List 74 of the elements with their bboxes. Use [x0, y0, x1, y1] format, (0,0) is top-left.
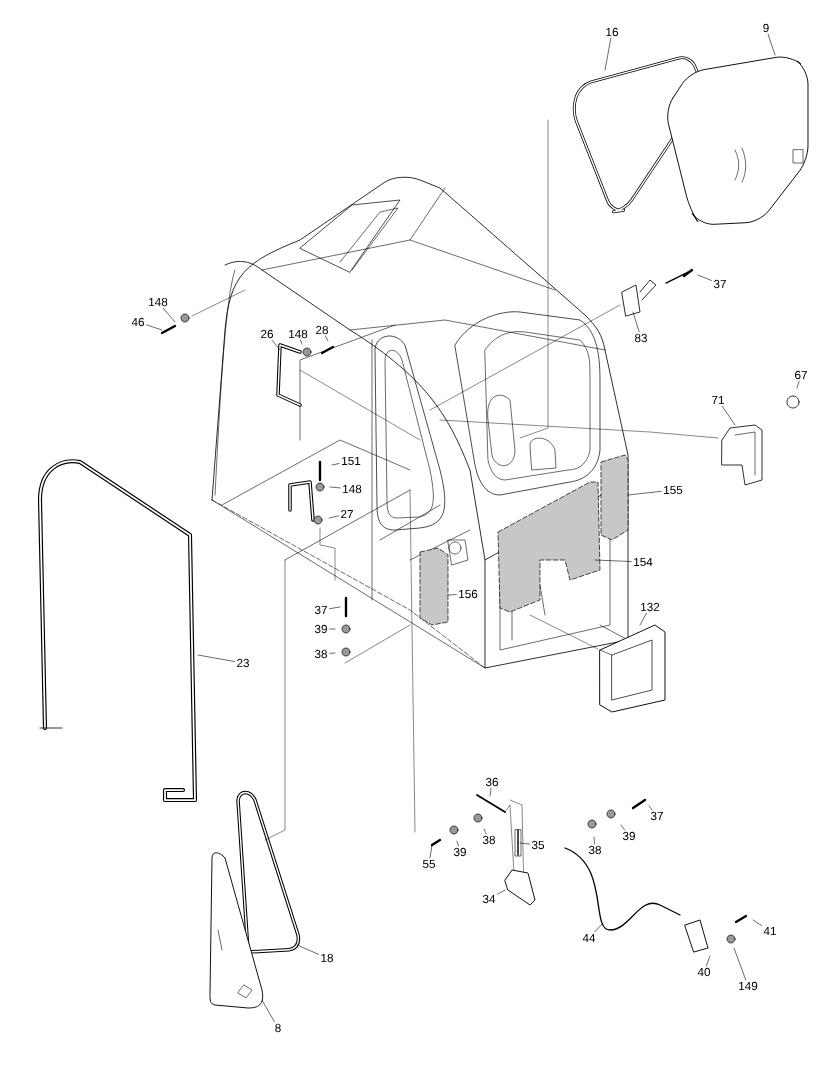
leader-line: [752, 919, 762, 926]
leader-line: [594, 922, 604, 933]
leader-line: [329, 652, 336, 654]
callout-number: 44: [582, 933, 596, 943]
leader-line: [447, 594, 457, 596]
callout-number: 151: [342, 456, 361, 466]
callout-number: 36: [485, 777, 498, 787]
callout-number: 154: [634, 557, 653, 567]
leader-line: [796, 380, 800, 389]
leader-line: [456, 840, 459, 847]
callout-number: 37: [713, 279, 726, 289]
callout-number: 39: [314, 624, 327, 634]
callout-number: 39: [453, 847, 466, 857]
leader-line: [429, 844, 433, 859]
callout-number: 148: [289, 329, 308, 339]
callout-number: 37: [650, 811, 663, 821]
leader-line: [300, 339, 303, 345]
leader-line: [329, 486, 341, 489]
leader-line: [271, 339, 281, 351]
callout-number: 35: [531, 840, 544, 850]
callout-number: 9: [763, 23, 769, 33]
leader-line: [296, 944, 319, 955]
callout-number: 38: [588, 845, 601, 855]
callout-number: 148: [149, 297, 168, 307]
leader-line: [632, 311, 640, 333]
callout-number: 55: [422, 859, 435, 869]
leader-line: [721, 405, 736, 426]
callout-number: 39: [622, 831, 635, 841]
callout-number: 37: [314, 605, 327, 615]
callout-number: 27: [341, 509, 353, 519]
callout-number: 41: [763, 926, 776, 936]
leader-line: [639, 612, 647, 626]
callout-number: 26: [261, 329, 273, 339]
callout-number: 46: [131, 317, 144, 327]
callout-number: 71: [712, 395, 724, 405]
leader-line: [706, 955, 711, 967]
callout-number: 155: [664, 485, 683, 495]
callout-number: 83: [635, 333, 647, 343]
leader-line: [767, 33, 776, 56]
leader-line: [162, 307, 176, 323]
leader-line: [648, 805, 653, 811]
leader-line: [328, 515, 339, 519]
callout-number: 18: [321, 953, 333, 963]
callout-number: 132: [641, 602, 660, 612]
leader-line: [197, 654, 235, 662]
leader-line: [697, 274, 712, 281]
callout-number: 40: [697, 967, 711, 977]
callout-number: 156: [459, 589, 478, 599]
callout-number: 67: [795, 370, 807, 380]
leader-line: [497, 889, 506, 895]
leader-line: [331, 463, 340, 466]
callout-number: 38: [482, 835, 495, 845]
callout-number: 28: [316, 325, 328, 335]
leader-line: [483, 828, 487, 835]
leader-line: [325, 335, 329, 342]
callout-number: 148: [343, 484, 362, 494]
leader-line: [627, 491, 662, 496]
leader-line: [329, 628, 336, 630]
callout-number: 149: [739, 981, 758, 991]
leader-line: [604, 37, 612, 71]
callout-number: 34: [482, 894, 496, 904]
leader-line: [329, 606, 341, 609]
leader-line: [146, 324, 163, 331]
callout-number: 16: [606, 27, 618, 37]
leader-line: [519, 842, 530, 845]
leader-line: [593, 836, 595, 845]
leader-line: [261, 999, 275, 1023]
callout-number: 8: [275, 1023, 281, 1033]
callout-number: 38: [314, 649, 327, 659]
leader-line: [489, 787, 492, 797]
leader-line: [594, 559, 632, 562]
callout-number: 23: [237, 658, 249, 668]
leader-line: [620, 824, 625, 831]
leader-line: [733, 947, 747, 981]
